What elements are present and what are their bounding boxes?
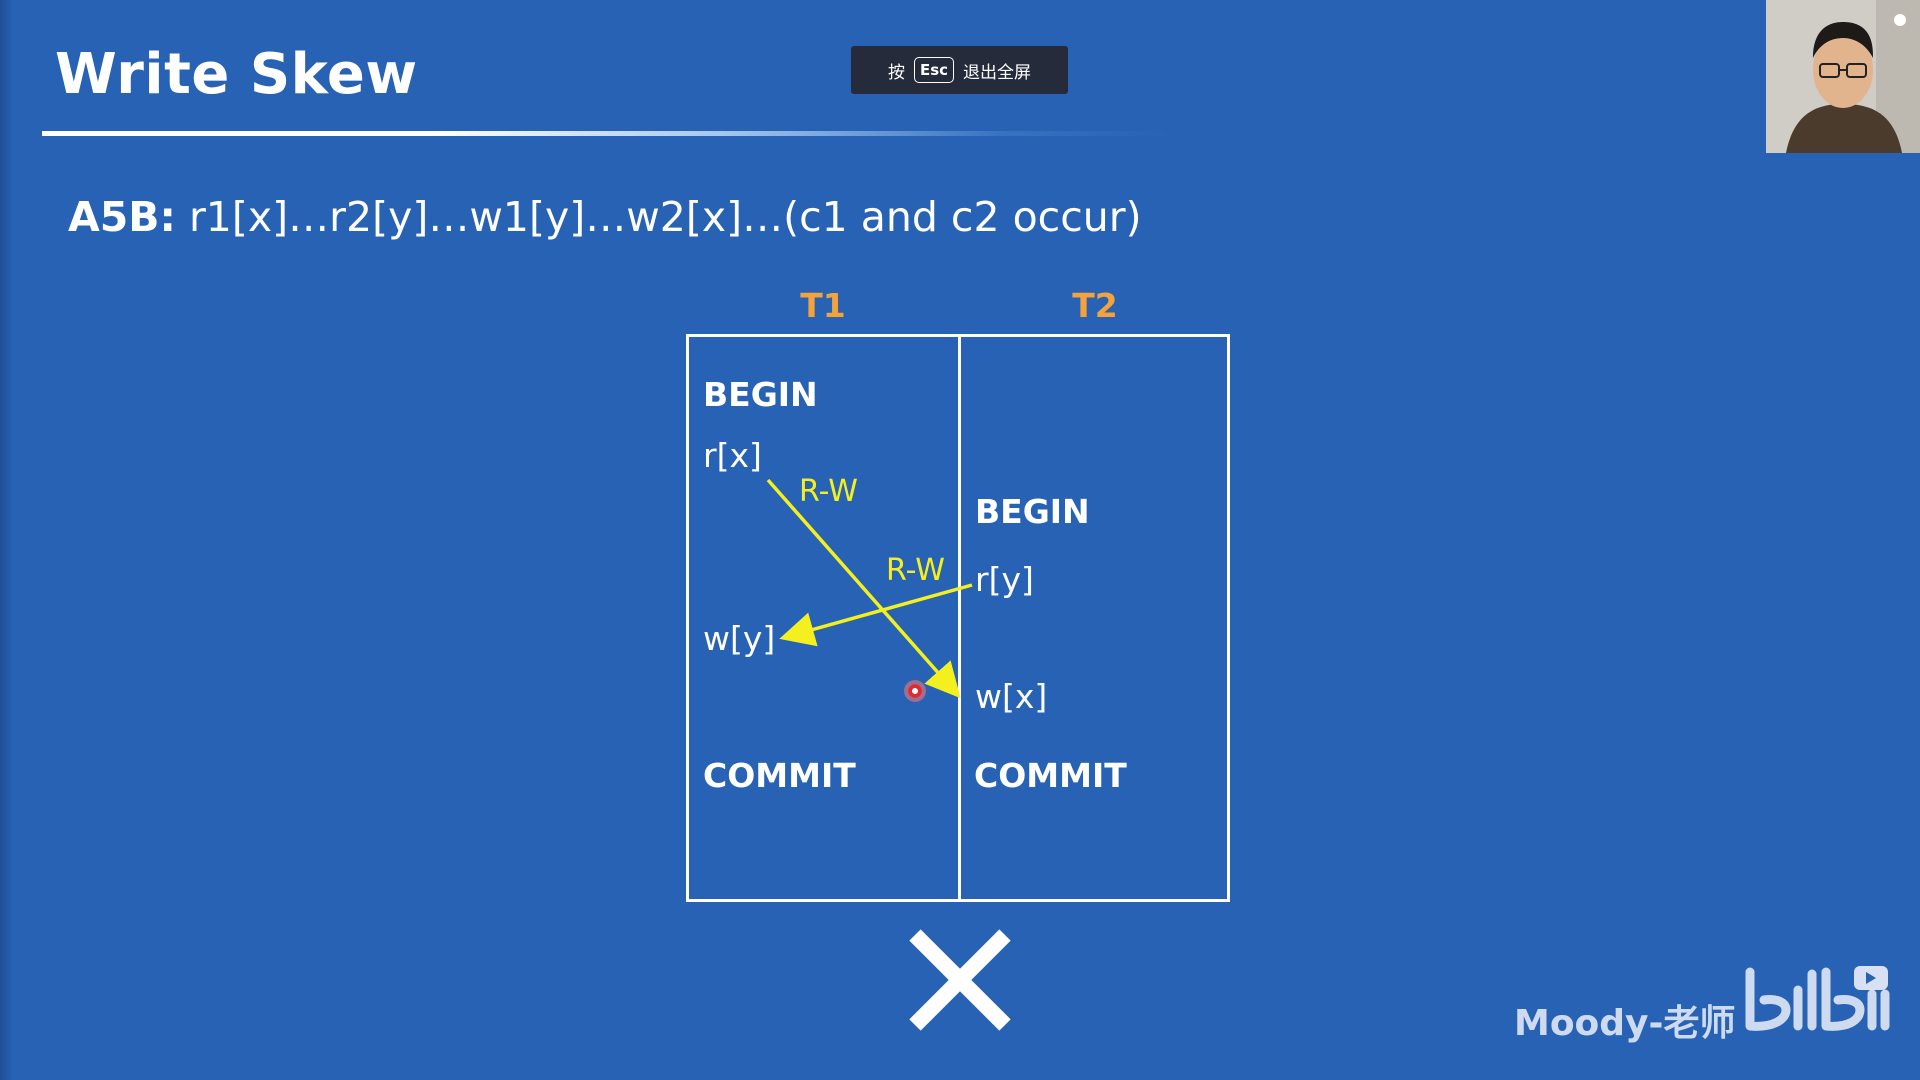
column-header-t2: T2 — [1072, 286, 1118, 325]
t1-commit: COMMIT — [703, 756, 856, 795]
camera-indicator-icon — [1894, 14, 1906, 26]
t2-commit: COMMIT — [974, 756, 1127, 795]
channel-watermark: Moody-老师 — [1514, 1003, 1736, 1044]
title-underline — [42, 131, 1172, 136]
t2-read-y: r[y] — [975, 560, 1034, 599]
column-header-t1: T1 — [800, 286, 846, 325]
left-edge-shadow — [0, 0, 14, 1080]
edge-label-rw-2: R-W — [886, 553, 945, 588]
esc-hint-suffix: 退出全屏 — [963, 62, 1032, 83]
t1-write-y: w[y] — [703, 619, 776, 658]
esc-key-badge: Esc — [913, 57, 955, 83]
t2-write-x: w[x] — [975, 677, 1048, 716]
slide-title: Write Skew — [55, 42, 418, 107]
laser-pointer-icon — [904, 680, 926, 702]
presenter-avatar-icon — [1766, 0, 1920, 153]
transaction-column-divider — [958, 334, 961, 902]
exit-fullscreen-hint[interactable]: 按 Esc 退出全屏 — [851, 46, 1068, 94]
presenter-webcam — [1766, 0, 1920, 153]
t1-begin: BEGIN — [703, 375, 818, 414]
bilibili-tv-icon — [1854, 966, 1888, 990]
t2-begin: BEGIN — [975, 492, 1090, 531]
anomaly-formula: A5B: r1[x]…r2[y]…w1[y]…w2[x]…(c1 and c2 … — [68, 193, 1142, 241]
t1-read-x: r[x] — [703, 436, 762, 475]
formula-text: r1[x]…r2[y]…w1[y]…w2[x]…(c1 and c2 occur… — [175, 193, 1142, 241]
esc-hint-prefix: 按 — [887, 62, 905, 83]
formula-label: A5B: — [68, 193, 176, 241]
bilibili-logo — [1745, 966, 1890, 1031]
edge-label-rw-1: R-W — [799, 474, 858, 509]
cross-icon — [909, 929, 1011, 1031]
